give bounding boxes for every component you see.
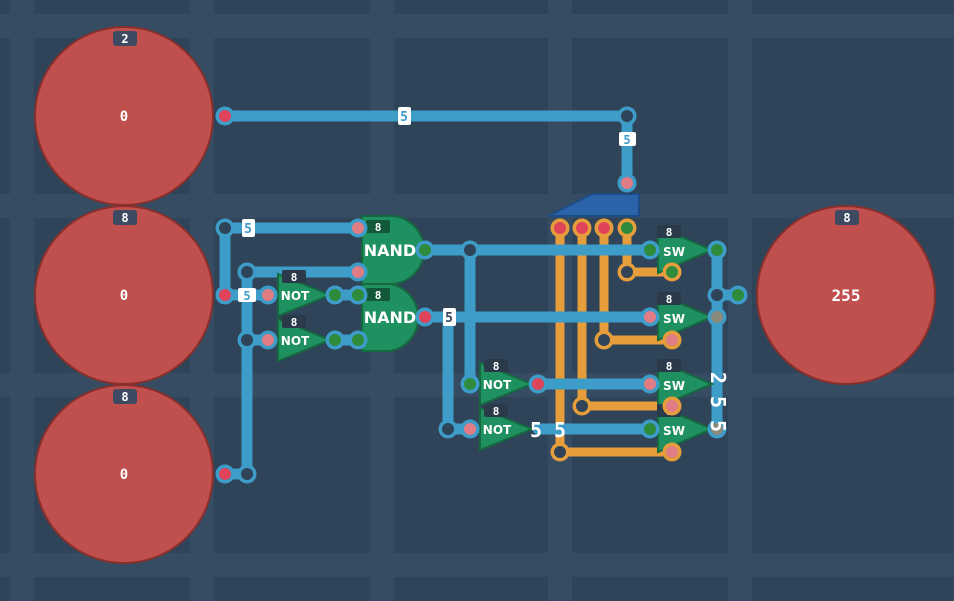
sw-1-label: SW bbox=[663, 245, 685, 259]
wire-junction[interactable] bbox=[442, 423, 454, 435]
wire-junction[interactable] bbox=[219, 222, 231, 234]
input-1-bits: 2 bbox=[121, 32, 128, 46]
sw-3-label: SW bbox=[663, 379, 685, 393]
pin-connector[interactable] bbox=[464, 378, 476, 390]
pin-connector[interactable] bbox=[711, 423, 723, 435]
switch-gate-1[interactable]: 8 SW bbox=[657, 225, 715, 275]
wire-label-55: 5 5 bbox=[530, 418, 566, 442]
not-3-bits: 8 bbox=[493, 360, 500, 373]
wire-junction[interactable] bbox=[576, 400, 588, 412]
not-2-bits: 8 bbox=[291, 316, 298, 329]
switch-gate-2[interactable]: 8 SW bbox=[657, 292, 715, 342]
input-2-value: 0 bbox=[120, 288, 128, 304]
pin-connector[interactable] bbox=[621, 222, 633, 234]
pin-connector[interactable] bbox=[644, 378, 656, 390]
pin-connector[interactable] bbox=[576, 222, 588, 234]
wire-label-top: 5 bbox=[400, 110, 408, 125]
nand-gate-2[interactable]: 8 NAND bbox=[361, 283, 420, 352]
pin-connector[interactable] bbox=[621, 177, 633, 189]
pin-connector[interactable] bbox=[644, 244, 656, 256]
not-1-bits: 8 bbox=[291, 271, 298, 284]
nand-2-label: NAND bbox=[364, 308, 416, 327]
pin-connector[interactable] bbox=[554, 222, 566, 234]
pin-connector[interactable] bbox=[352, 266, 364, 278]
orange-wires[interactable] bbox=[555, 223, 677, 457]
pin-connector[interactable] bbox=[666, 334, 678, 346]
input-2[interactable]: 8 0 bbox=[34, 205, 214, 385]
nand-1-bits: 8 bbox=[375, 221, 382, 234]
nand-gate-1[interactable]: 8 NAND bbox=[361, 215, 425, 285]
pin-connector[interactable] bbox=[219, 110, 231, 122]
pin-connector[interactable] bbox=[598, 222, 610, 234]
wire-label-not-in: 5 bbox=[243, 289, 250, 303]
pin-connector[interactable] bbox=[262, 334, 274, 346]
wire-junction[interactable] bbox=[464, 244, 476, 256]
pin-connector[interactable] bbox=[532, 378, 544, 390]
input-3-bits: 8 bbox=[121, 390, 128, 404]
pin-connector[interactable] bbox=[666, 266, 678, 278]
pin-connector[interactable] bbox=[419, 311, 431, 323]
not-2-label: NOT bbox=[281, 334, 310, 348]
input-3[interactable]: 8 0 bbox=[34, 384, 214, 564]
wire-junction[interactable] bbox=[621, 266, 633, 278]
pin-connector[interactable] bbox=[711, 311, 723, 323]
pin-connector[interactable] bbox=[666, 400, 678, 412]
not-4-bits: 8 bbox=[493, 405, 500, 418]
not-4-label: NOT bbox=[483, 423, 512, 437]
wire-junction[interactable] bbox=[621, 110, 633, 122]
pin-connector[interactable] bbox=[666, 446, 678, 458]
pin-connector[interactable] bbox=[329, 289, 341, 301]
input-3-value: 0 bbox=[120, 467, 128, 483]
input-1-value: 0 bbox=[120, 109, 128, 125]
pin-connector[interactable] bbox=[329, 334, 341, 346]
not-gate-3[interactable]: 8 NOT bbox=[479, 359, 535, 407]
sw-4-label: SW bbox=[663, 424, 685, 438]
wire-junction[interactable] bbox=[554, 446, 566, 458]
pins[interactable] bbox=[215, 106, 748, 484]
pin-connector[interactable] bbox=[352, 334, 364, 346]
pin-connector[interactable] bbox=[352, 222, 364, 234]
input-1[interactable]: 2 0 bbox=[34, 26, 214, 206]
sw-2-bits: 8 bbox=[666, 293, 673, 306]
sw-2-label: SW bbox=[663, 312, 685, 326]
pin-connector[interactable] bbox=[711, 244, 723, 256]
pin-connector[interactable] bbox=[352, 289, 364, 301]
pin-connector[interactable] bbox=[219, 289, 231, 301]
pin-connector[interactable] bbox=[644, 423, 656, 435]
pin-connector[interactable] bbox=[419, 244, 431, 256]
output-value: 255 bbox=[832, 286, 861, 305]
pin-connector[interactable] bbox=[262, 289, 274, 301]
wire-labels: 5 5 5 5 5 5 5 2 5 5 bbox=[238, 107, 730, 442]
not-gate-4[interactable]: 8 NOT bbox=[479, 404, 535, 452]
not-3-label: NOT bbox=[483, 378, 512, 392]
pin-connector[interactable] bbox=[644, 311, 656, 323]
nand-2-bits: 8 bbox=[375, 289, 382, 302]
pin-connector[interactable] bbox=[219, 468, 231, 480]
wire-label-top-vertical: 5 bbox=[623, 133, 630, 147]
input-2-bits: 8 bbox=[121, 211, 128, 225]
wire-label-nand-out: 5 bbox=[445, 311, 453, 326]
sw-1-bits: 8 bbox=[666, 226, 673, 239]
wire-junction[interactable] bbox=[598, 334, 610, 346]
sw-3-bits: 8 bbox=[666, 360, 673, 373]
not-gate-1[interactable]: 8 NOT bbox=[277, 270, 333, 318]
output-bits: 8 bbox=[843, 211, 850, 225]
splitter[interactable] bbox=[547, 193, 640, 217]
pin-connector[interactable] bbox=[464, 423, 476, 435]
switch-gate-3[interactable]: 8 SW bbox=[657, 359, 715, 409]
wire-label-nand-in: 5 bbox=[244, 222, 252, 237]
nand-1-label: NAND bbox=[364, 241, 416, 260]
wire-junction[interactable] bbox=[241, 334, 253, 346]
not-1-label: NOT bbox=[281, 289, 310, 303]
wire-junction[interactable] bbox=[711, 289, 723, 301]
pin-connector[interactable] bbox=[732, 289, 744, 301]
wire-label-255: 2 5 5 bbox=[706, 372, 730, 432]
wire-junction[interactable] bbox=[241, 468, 253, 480]
wire-junction[interactable] bbox=[241, 266, 253, 278]
not-gate-2[interactable]: 8 NOT bbox=[277, 315, 333, 363]
output-1[interactable]: 8 255 bbox=[756, 205, 936, 385]
